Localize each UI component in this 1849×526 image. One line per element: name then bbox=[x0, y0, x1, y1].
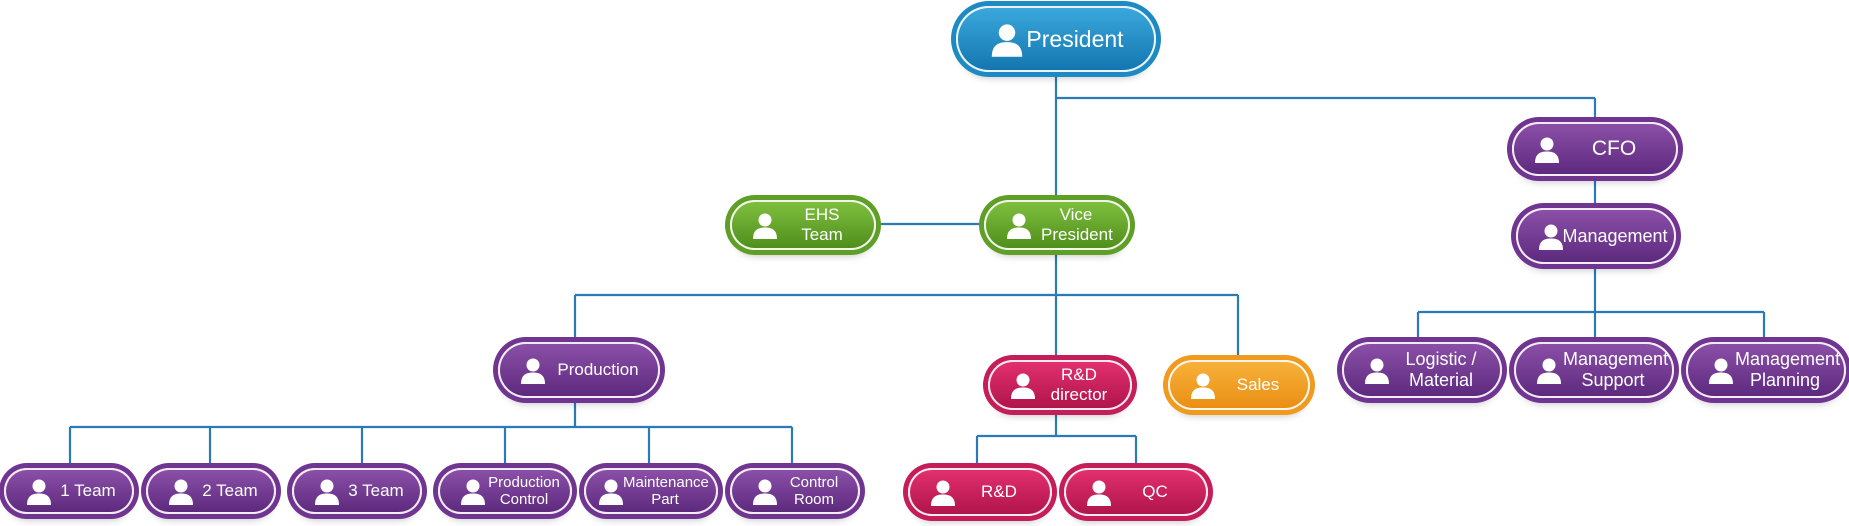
node-label: Sales bbox=[1236, 375, 1280, 395]
person-icon bbox=[750, 476, 780, 506]
node-president[interactable]: President bbox=[956, 6, 1156, 72]
person-icon bbox=[1362, 355, 1392, 385]
person-icon bbox=[518, 355, 548, 385]
node-label: Management Support bbox=[1563, 349, 1669, 390]
node-label: R&D director bbox=[1050, 365, 1108, 404]
node-1-team[interactable]: 1 Team bbox=[4, 468, 134, 514]
node-management[interactable]: Management bbox=[1516, 208, 1676, 264]
node-label: Production bbox=[557, 360, 639, 380]
node-label: R&D bbox=[981, 482, 1017, 502]
person-icon bbox=[1534, 355, 1564, 385]
node-management-support[interactable]: Management Support bbox=[1514, 342, 1674, 398]
person-icon bbox=[750, 210, 780, 240]
node-label: EHS Team bbox=[801, 205, 843, 244]
person-icon bbox=[1188, 370, 1218, 400]
person-icon bbox=[988, 20, 1026, 58]
node-label: Management Planning bbox=[1735, 349, 1841, 390]
person-icon bbox=[596, 476, 626, 506]
person-icon bbox=[1004, 210, 1034, 240]
node-label: QC bbox=[1142, 482, 1168, 502]
person-icon bbox=[1008, 370, 1038, 400]
node-ehs-team[interactable]: EHS Team bbox=[730, 200, 876, 250]
node-label: Control Room bbox=[789, 473, 839, 508]
node-control-room[interactable]: Control Room bbox=[730, 468, 860, 514]
node-cfo[interactable]: CFO bbox=[1512, 122, 1678, 176]
node-qc[interactable]: QC bbox=[1064, 468, 1208, 516]
node-label: 2 Team bbox=[202, 481, 258, 501]
node-label: Logistic / Material bbox=[1405, 349, 1477, 390]
node-label: President bbox=[1026, 25, 1124, 52]
person-icon bbox=[1706, 355, 1736, 385]
node-2-team[interactable]: 2 Team bbox=[146, 468, 276, 514]
person-icon bbox=[928, 477, 958, 507]
person-icon bbox=[1084, 477, 1114, 507]
person-icon bbox=[166, 476, 196, 506]
node-label: CFO bbox=[1591, 136, 1637, 160]
person-icon bbox=[24, 476, 54, 506]
person-icon bbox=[1536, 221, 1566, 251]
node-label: Maintenance Part bbox=[623, 473, 709, 508]
node-label: Vice President bbox=[1041, 205, 1113, 244]
node-vice-president[interactable]: Vice President bbox=[984, 200, 1130, 250]
node-label: 3 Team bbox=[348, 481, 404, 501]
person-icon bbox=[312, 476, 342, 506]
node-rd-director[interactable]: R&D director bbox=[988, 360, 1132, 410]
person-icon bbox=[1532, 134, 1562, 164]
node-management-planning[interactable]: Management Planning bbox=[1686, 342, 1846, 398]
node-sales[interactable]: Sales bbox=[1168, 360, 1310, 410]
node-logistic-material[interactable]: Logistic / Material bbox=[1342, 342, 1502, 398]
node-label: Production Control bbox=[488, 473, 560, 508]
node-label: 1 Team bbox=[60, 481, 116, 501]
node-production[interactable]: Production bbox=[498, 342, 660, 398]
node-3-team[interactable]: 3 Team bbox=[292, 468, 422, 514]
node-rd[interactable]: R&D bbox=[908, 468, 1052, 516]
node-maintenance-part[interactable]: Maintenance Part bbox=[584, 468, 718, 514]
node-label: Management bbox=[1562, 225, 1668, 246]
node-production-control[interactable]: Production Control bbox=[438, 468, 572, 514]
person-icon bbox=[458, 476, 488, 506]
